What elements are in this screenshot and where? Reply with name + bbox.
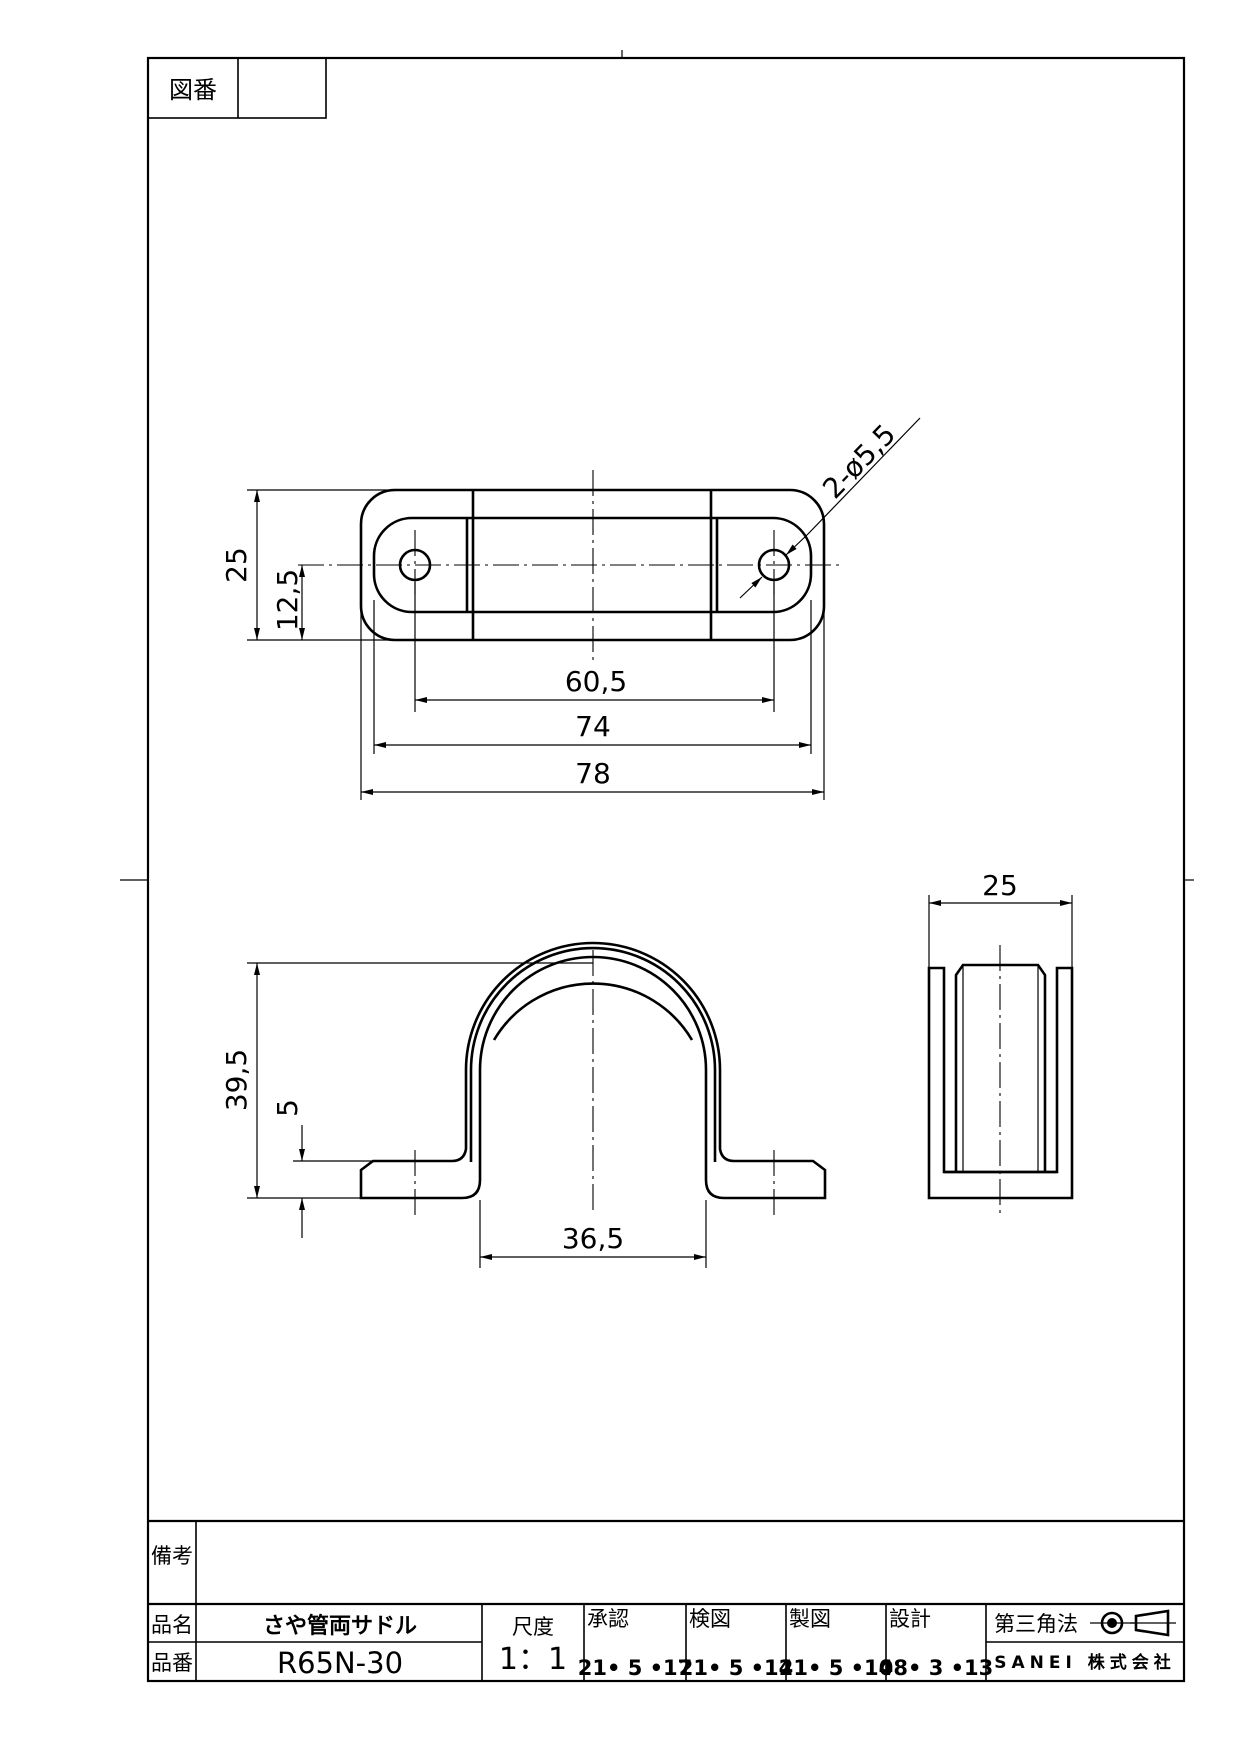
- dim-half-width: 12,5: [271, 569, 304, 631]
- product-name-label: 品名: [151, 1613, 193, 1637]
- drawn-label: 製図: [789, 1607, 831, 1631]
- centering-marks: [120, 50, 1194, 881]
- designed-label: 設計: [889, 1607, 931, 1631]
- front-view-extension-lines: [247, 962, 707, 1268]
- scale-label: 尺度: [512, 1615, 554, 1639]
- dim-overall-width: 25: [220, 547, 253, 583]
- hole-leader: [739, 417, 921, 599]
- dim-inner-length: 74: [575, 710, 611, 743]
- dim-base-thickness: 5: [271, 1099, 304, 1117]
- third-angle-projection-icon: [1090, 1609, 1176, 1637]
- top-view-centerlines: [298, 470, 840, 660]
- dim-holes: 2-ø5,5: [816, 418, 902, 505]
- dim-hole-pitch: 60,5: [565, 665, 627, 698]
- checked-label: 検図: [689, 1607, 731, 1631]
- remarks-label: 備考: [151, 1544, 193, 1568]
- scale-value: 1：1: [499, 1642, 567, 1677]
- sheet-border: [146, 56, 1186, 1683]
- drawing-number-label: 図番: [169, 76, 217, 104]
- approved-label: 承認: [587, 1607, 629, 1631]
- side-view: 25: [927, 869, 1074, 1215]
- side-view-extension-lines: [928, 895, 1073, 968]
- dim-inner-span: 36,5: [562, 1222, 624, 1255]
- projection-label: 第三角法: [994, 1612, 1078, 1636]
- side-view-outline: [927, 966, 1074, 1200]
- title-block: 備考 品名 さや管両サドル 品番 R65N-30 尺度 1：1 承認 21• 5…: [148, 1519, 1184, 1681]
- approved-date: 21• 5 •17: [578, 1656, 693, 1680]
- drawing-number-box: 図番: [147, 57, 327, 119]
- front-view-centerlines: [414, 950, 775, 1215]
- drawn-date: 21• 5 •14: [779, 1656, 894, 1680]
- top-view-extension-lines: [247, 489, 825, 800]
- dim-height: 39,5: [220, 1049, 253, 1111]
- product-number: R65N-30: [277, 1646, 403, 1680]
- designed-date: 08• 3 •13: [879, 1656, 994, 1680]
- front-view: 39,5 5 36,5: [220, 941, 827, 1268]
- saddle-inner-profile: [469, 946, 717, 1162]
- dim-overall-length: 78: [575, 757, 611, 790]
- product-name: さや管両サドル: [263, 1613, 417, 1639]
- product-number-label: 品番: [151, 1651, 193, 1675]
- checked-date: 21• 5 •14: [679, 1656, 794, 1680]
- company-name: SANEI 株式会社: [994, 1652, 1175, 1673]
- top-view: 25 12,5 60,5 74 78 2-ø5,5: [220, 417, 921, 800]
- dim-side-width: 25: [982, 869, 1018, 902]
